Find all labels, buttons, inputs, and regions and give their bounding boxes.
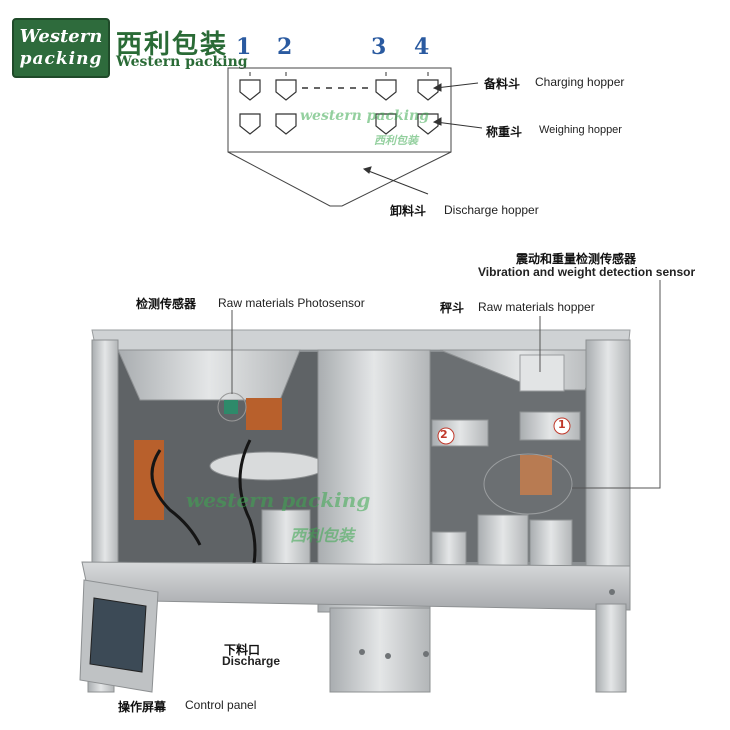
left-wall — [91, 339, 119, 571]
right-wall — [585, 339, 631, 581]
discharge-funnel — [227, 151, 452, 207]
photosensor-label-cn: 检测传感器 — [136, 297, 197, 311]
photo-leaders — [231, 280, 661, 489]
machine-lid — [91, 329, 631, 351]
brand-logo: Western packing — [12, 18, 110, 78]
charging-hoppers — [239, 79, 439, 101]
copper-plate — [520, 455, 552, 495]
weighing-hoppers — [239, 113, 439, 135]
weighing-hopper-label-en: Weighing hopper — [539, 124, 622, 136]
hopper-label-en: Raw materials hopper — [478, 300, 595, 314]
discharge-label-en: Discharge — [222, 654, 281, 668]
charging-ticks — [249, 72, 429, 76]
right-hopper-face — [519, 354, 565, 392]
charging-hopper-label-en: Charging hopper — [535, 75, 625, 89]
brand-name-cn: 西利包装 — [116, 30, 229, 60]
logo-line2: packing — [19, 49, 103, 69]
hopper-number-3: 3 — [371, 34, 387, 60]
hopper-number-1: 1 — [236, 34, 252, 60]
cable-left — [150, 449, 202, 546]
photo-watermark-en: western packing — [186, 488, 371, 512]
photo-watermark-cn: 西利包装 — [290, 526, 355, 545]
base-frame — [81, 561, 631, 611]
schematic-leaders — [362, 82, 483, 195]
weigh-hopper-1 — [519, 411, 581, 441]
control-panel-screen — [89, 597, 147, 673]
hopper-number-4: 4 — [414, 34, 430, 60]
discharge-chute — [329, 607, 431, 693]
sensor-label-en: Vibration and weight detection sensor — [478, 265, 696, 279]
hopper-number-2: 2 — [277, 34, 293, 60]
orange-block-top — [246, 398, 282, 430]
badge-1-circle — [553, 417, 571, 435]
bracket-right-a — [477, 514, 529, 571]
badge-2-circle — [437, 427, 455, 445]
diagram-watermark-en: western packing — [300, 108, 430, 124]
vibratory-bowl — [209, 451, 327, 481]
discharge-label-cn: 下料口 — [224, 643, 261, 657]
discharge-hopper-label-cn: 卸料斗 — [390, 204, 427, 218]
sensor-label-cn: 震动和重量检测传感器 — [516, 252, 637, 266]
diagram-watermark-cn: 西利包装 — [374, 134, 418, 147]
cable-center — [238, 439, 257, 581]
badge-2: 2 — [440, 428, 448, 441]
hopper-label-cn: 秤斗 — [440, 301, 465, 315]
bracket-right-b — [529, 519, 573, 571]
badge-1: 1 — [558, 418, 566, 431]
photosensor-device — [224, 400, 238, 414]
left-hopper — [117, 349, 301, 401]
load-cell-highlight — [483, 453, 573, 515]
hopper-schematic — [227, 67, 483, 207]
control-panel-label-en: Control panel — [185, 698, 257, 712]
logo-line1: Western — [19, 26, 103, 47]
weighing-hopper-label-cn: 称重斗 — [486, 125, 523, 139]
photosensor-label-en: Raw materials Photosensor — [218, 296, 365, 310]
control-panel-label-cn: 操作屏幕 — [118, 700, 167, 714]
charging-hopper-label-cn: 备料斗 — [484, 77, 521, 91]
leg-right — [595, 603, 627, 693]
discharge-hopper-label-en: Discharge hopper — [444, 203, 539, 217]
bolts — [359, 589, 615, 659]
brand-name-en: Western packing — [116, 54, 248, 70]
